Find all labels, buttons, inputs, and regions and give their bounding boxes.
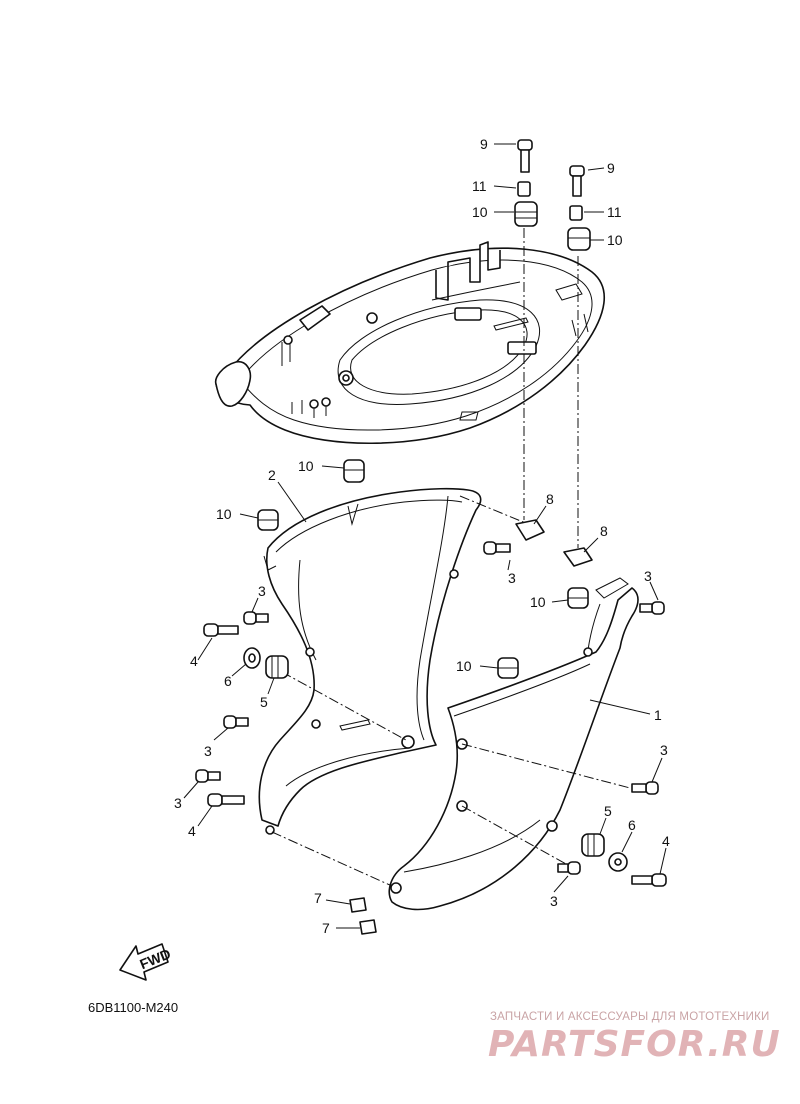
callout-10: 10 xyxy=(607,232,623,248)
grommet-10e xyxy=(567,587,589,609)
callout-6: 6 xyxy=(224,673,232,689)
callout-10: 10 xyxy=(472,204,488,220)
callout-5: 5 xyxy=(604,803,612,819)
fasteners xyxy=(195,139,667,935)
bolt-3a xyxy=(483,541,511,555)
screw-9b xyxy=(569,165,585,197)
collar-6b xyxy=(608,852,628,872)
callout-7: 7 xyxy=(322,920,330,936)
damper-5b xyxy=(581,833,605,857)
diagram-reference-code: 6DB1100-M240 xyxy=(88,1000,179,1015)
callout-1: 1 xyxy=(654,707,662,723)
callout-9: 9 xyxy=(607,160,615,176)
watermark-logo: PARTSFOR.RU xyxy=(488,1024,781,1065)
callout-4: 4 xyxy=(188,823,196,839)
clip-8b xyxy=(563,547,593,567)
watermark-tagline: ЗАПЧАСТИ И АКСЕССУАРЫ ДЛЯ МОТОТЕХНИКИ xyxy=(490,1011,770,1023)
bottom-cowling-starboard xyxy=(388,577,639,911)
callout-10: 10 xyxy=(216,506,232,522)
callout-5: 5 xyxy=(260,694,268,710)
callout-9: 9 xyxy=(480,136,488,152)
bolt-3g xyxy=(557,861,581,875)
callout-3: 3 xyxy=(550,893,558,909)
bolt-3d xyxy=(223,715,249,729)
grommet-10b xyxy=(567,227,591,251)
screw-9a xyxy=(517,139,533,173)
grommet-10c xyxy=(343,459,365,483)
callout-3: 3 xyxy=(644,568,652,584)
leader-lines xyxy=(183,143,667,929)
callout-2: 2 xyxy=(268,467,276,483)
clip-8a xyxy=(515,519,545,541)
callout-10: 10 xyxy=(298,458,314,474)
grommet-10a xyxy=(514,201,538,227)
collar-6a xyxy=(243,647,261,669)
callout-3: 3 xyxy=(204,743,212,759)
callout-3: 3 xyxy=(660,742,668,758)
callout-3: 3 xyxy=(258,583,266,599)
callout-4: 4 xyxy=(190,653,198,669)
assembly-lines xyxy=(271,228,631,887)
grommet-10d xyxy=(257,509,279,531)
collar-11a xyxy=(517,181,531,197)
callout-6: 6 xyxy=(628,817,636,833)
grommet-10f xyxy=(497,657,519,679)
bolt-4b xyxy=(207,793,245,807)
bolt-3b xyxy=(639,601,665,615)
bolt-3f xyxy=(631,781,659,795)
nut-7a xyxy=(349,897,367,913)
callout-labels: 9 11 10 9 11 10 10 2 10 8 8 3 3 3 10 4 6… xyxy=(174,136,670,936)
callout-3: 3 xyxy=(508,570,516,586)
bolt-4c xyxy=(631,873,667,887)
callout-11: 11 xyxy=(607,204,622,220)
bolt-3c xyxy=(243,611,269,625)
callout-3: 3 xyxy=(174,795,182,811)
damper-5a xyxy=(265,655,289,679)
callout-10: 10 xyxy=(530,594,546,610)
collar-11b xyxy=(569,205,583,221)
bolt-3e xyxy=(195,769,221,783)
top-cowling xyxy=(214,241,606,445)
callout-8: 8 xyxy=(600,523,608,539)
callout-4: 4 xyxy=(662,833,670,849)
bottom-cowling-port xyxy=(258,487,482,835)
callout-11: 11 xyxy=(472,178,487,194)
nut-7b xyxy=(359,919,377,935)
callout-10: 10 xyxy=(456,658,472,674)
fwd-arrow: FWD xyxy=(119,943,173,981)
callout-7: 7 xyxy=(314,890,322,906)
bolt-4a xyxy=(203,623,239,637)
callout-8: 8 xyxy=(546,491,554,507)
